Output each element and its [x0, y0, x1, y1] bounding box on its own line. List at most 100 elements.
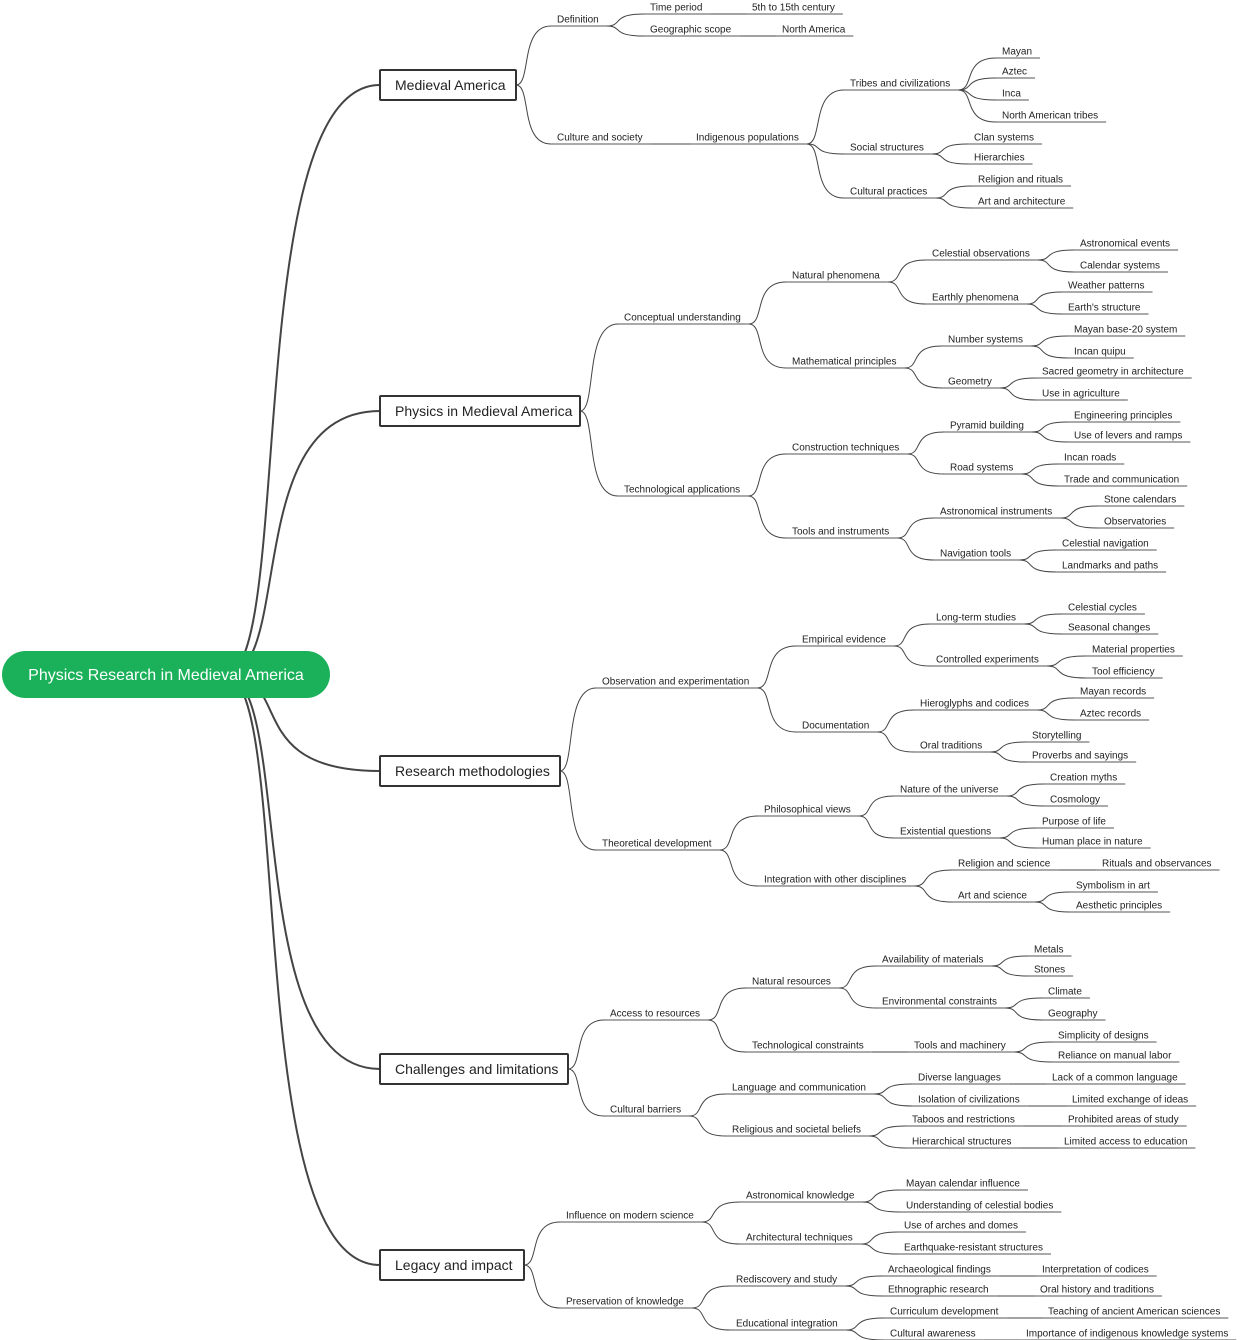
node-taboos-and-restrictions[interactable]: Taboos and restrictions [906, 1115, 1023, 1127]
node-tools-and-machinery[interactable]: Tools and machinery [908, 1041, 1014, 1053]
branch-challenges-and-limitations[interactable]: Challenges and limitations [379, 1053, 569, 1085]
node-cultural-barriers[interactable]: Cultural barriers [604, 1105, 690, 1117]
node-social-structures[interactable]: Social structures [844, 143, 932, 155]
node-curriculum-development[interactable]: Curriculum development [884, 1307, 1007, 1319]
node-educational-integration[interactable]: Educational integration [730, 1319, 846, 1331]
node-stones[interactable]: Stones [1028, 965, 1074, 977]
node-aztec-records[interactable]: Aztec records [1074, 709, 1150, 721]
node-inca[interactable]: Inca [996, 89, 1029, 101]
node-number-systems[interactable]: Number systems [942, 335, 1032, 347]
node-clan-systems[interactable]: Clan systems [968, 133, 1043, 145]
node-use-of-arches-and-domes[interactable]: Use of arches and domes [898, 1221, 1026, 1233]
node-teaching-of-ancient-american-sciences[interactable]: Teaching of ancient American sciences [1042, 1307, 1229, 1319]
node-north-american-tribes[interactable]: North American tribes [996, 111, 1107, 123]
node-tools-and-instruments[interactable]: Tools and instruments [786, 527, 898, 539]
node-celestial-navigation[interactable]: Celestial navigation [1056, 539, 1157, 551]
node-construction-techniques[interactable]: Construction techniques [786, 443, 908, 455]
node-incan-roads[interactable]: Incan roads [1058, 453, 1125, 465]
node-seasonal-changes[interactable]: Seasonal changes [1062, 623, 1159, 635]
node-oral-traditions[interactable]: Oral traditions [914, 741, 991, 753]
node-religious-and-societal-beliefs[interactable]: Religious and societal beliefs [726, 1125, 869, 1137]
node-road-systems[interactable]: Road systems [944, 463, 1022, 475]
root-node[interactable]: Physics Research in Medieval America [2, 651, 330, 698]
node-geographic-scope[interactable]: Geographic scope [644, 25, 740, 37]
node-trade-and-communication[interactable]: Trade and communication [1058, 475, 1188, 487]
node-navigation-tools[interactable]: Navigation tools [934, 549, 1020, 561]
node-earth-s-structure[interactable]: Earth's structure [1062, 303, 1149, 315]
node-definition[interactable]: Definition [551, 15, 607, 27]
node-climate[interactable]: Climate [1042, 987, 1090, 999]
node-rediscovery-and-study[interactable]: Rediscovery and study [730, 1275, 846, 1287]
node-material-properties[interactable]: Material properties [1086, 645, 1183, 657]
node-stone-calendars[interactable]: Stone calendars [1098, 495, 1185, 507]
node-rituals-and-observances[interactable]: Rituals and observances [1096, 859, 1220, 871]
node-existential-questions[interactable]: Existential questions [894, 827, 1000, 839]
node-oral-history-and-traditions[interactable]: Oral history and traditions [1034, 1285, 1162, 1297]
node-landmarks-and-paths[interactable]: Landmarks and paths [1056, 561, 1167, 573]
node-documentation[interactable]: Documentation [796, 721, 878, 733]
node-geometry[interactable]: Geometry [942, 377, 1000, 389]
node-aztec[interactable]: Aztec [996, 67, 1036, 79]
node-philosophical-views[interactable]: Philosophical views [758, 805, 859, 817]
branch-research-methodologies[interactable]: Research methodologies [379, 755, 561, 787]
node-mayan-records[interactable]: Mayan records [1074, 687, 1155, 699]
node-archaeological-findings[interactable]: Archaeological findings [882, 1265, 999, 1277]
node-astronomical-knowledge[interactable]: Astronomical knowledge [740, 1191, 863, 1203]
node-religion-and-rituals[interactable]: Religion and rituals [972, 175, 1072, 187]
branch-legacy-and-impact[interactable]: Legacy and impact [379, 1249, 525, 1281]
node-environmental-constraints[interactable]: Environmental constraints [876, 997, 1006, 1009]
node-hierarchical-structures[interactable]: Hierarchical structures [906, 1137, 1020, 1149]
node-technological-applications[interactable]: Technological applications [618, 485, 749, 497]
node-reliance-on-manual-labor[interactable]: Reliance on manual labor [1052, 1051, 1180, 1063]
node-calendar-systems[interactable]: Calendar systems [1074, 261, 1169, 273]
node-purpose-of-life[interactable]: Purpose of life [1036, 817, 1114, 829]
node-earthly-phenomena[interactable]: Earthly phenomena [926, 293, 1027, 305]
node-integration-with-other-disciplines[interactable]: Integration with other disciplines [758, 875, 915, 887]
node-aesthetic-principles[interactable]: Aesthetic principles [1070, 901, 1171, 913]
node-language-and-communication[interactable]: Language and communication [726, 1083, 874, 1095]
node-cultural-awareness[interactable]: Cultural awareness [884, 1329, 984, 1340]
node-architectural-techniques[interactable]: Architectural techniques [740, 1233, 861, 1245]
node-preservation-of-knowledge[interactable]: Preservation of knowledge [560, 1297, 692, 1309]
node-storytelling[interactable]: Storytelling [1026, 731, 1090, 743]
node-engineering-principles[interactable]: Engineering principles [1068, 411, 1181, 423]
node-art-and-architecture[interactable]: Art and architecture [972, 197, 1074, 209]
node-use-in-agriculture[interactable]: Use in agriculture [1036, 389, 1128, 401]
node-nature-of-the-universe[interactable]: Nature of the universe [894, 785, 1007, 797]
node-proverbs-and-sayings[interactable]: Proverbs and sayings [1026, 751, 1137, 763]
node-long-term-studies[interactable]: Long-term studies [930, 613, 1025, 625]
node-observation-and-experimentation[interactable]: Observation and experimentation [596, 677, 758, 689]
node-importance-of-indigenous-knowledge-systems[interactable]: Importance of indigenous knowledge syste… [1020, 1329, 1237, 1340]
node-cultural-practices[interactable]: Cultural practices [844, 187, 936, 199]
node-use-of-levers-and-ramps[interactable]: Use of levers and ramps [1068, 431, 1191, 443]
node-simplicity-of-designs[interactable]: Simplicity of designs [1052, 1031, 1157, 1043]
node-time-period[interactable]: Time period [644, 3, 711, 15]
node-symbolism-in-art[interactable]: Symbolism in art [1070, 881, 1158, 893]
node-north-america[interactable]: North America [776, 25, 854, 37]
node-earthquake-resistant-structures[interactable]: Earthquake-resistant structures [898, 1243, 1051, 1255]
node-culture-and-society[interactable]: Culture and society [551, 133, 651, 145]
node-mathematical-principles[interactable]: Mathematical principles [786, 357, 905, 369]
node-cosmology[interactable]: Cosmology [1044, 795, 1109, 807]
node-weather-patterns[interactable]: Weather patterns [1062, 281, 1153, 293]
node-controlled-experiments[interactable]: Controlled experiments [930, 655, 1047, 667]
node-human-place-in-nature[interactable]: Human place in nature [1036, 837, 1151, 849]
node-limited-access-to-education[interactable]: Limited access to education [1058, 1137, 1196, 1149]
node-interpretation-of-codices[interactable]: Interpretation of codices [1036, 1265, 1157, 1277]
node-conceptual-understanding[interactable]: Conceptual understanding [618, 313, 749, 325]
node-ethnographic-research[interactable]: Ethnographic research [882, 1285, 997, 1297]
node-isolation-of-civilizations[interactable]: Isolation of civilizations [912, 1095, 1028, 1107]
node-5th-to-15th-century[interactable]: 5th to 15th century [746, 3, 843, 15]
node-astronomical-events[interactable]: Astronomical events [1074, 239, 1179, 251]
node-lack-of-a-common-language[interactable]: Lack of a common language [1046, 1073, 1186, 1085]
branch-physics-in-medieval-america[interactable]: Physics in Medieval America [379, 395, 581, 427]
node-art-and-science[interactable]: Art and science [952, 891, 1035, 903]
node-prohibited-areas-of-study[interactable]: Prohibited areas of study [1062, 1115, 1187, 1127]
node-natural-resources[interactable]: Natural resources [746, 977, 839, 989]
node-creation-myths[interactable]: Creation myths [1044, 773, 1126, 785]
node-mayan[interactable]: Mayan [996, 47, 1041, 59]
node-hieroglyphs-and-codices[interactable]: Hieroglyphs and codices [914, 699, 1037, 711]
node-geography[interactable]: Geography [1042, 1009, 1106, 1021]
node-mayan-base-20-system[interactable]: Mayan base-20 system [1068, 325, 1186, 337]
node-understanding-of-celestial-bodies[interactable]: Understanding of celestial bodies [900, 1201, 1062, 1213]
